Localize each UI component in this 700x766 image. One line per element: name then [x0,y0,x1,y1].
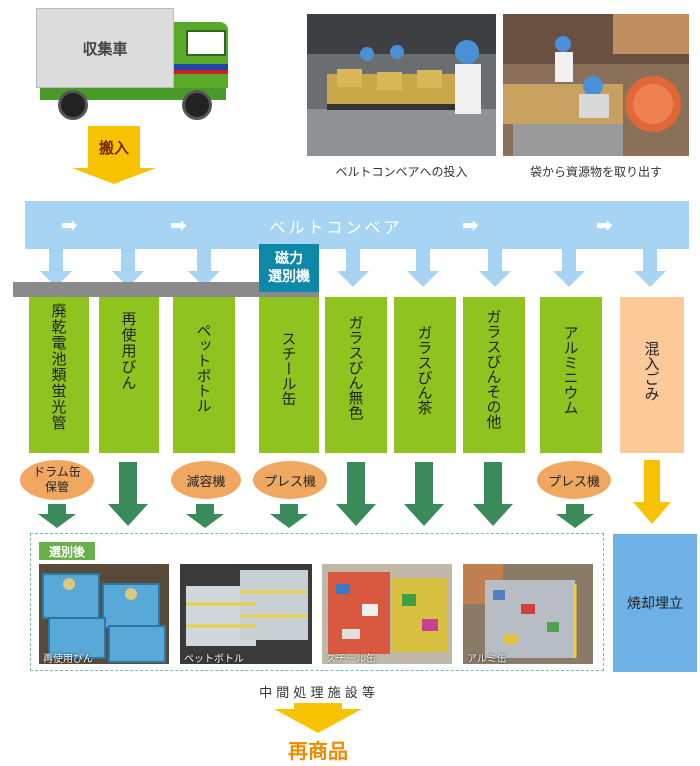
conveyor-arrow-icon: ➡ [462,213,479,237]
facility-caption: 中 間 処 理 施 設 等 [259,686,375,701]
bin-label: ガラスびん無色 [346,315,365,420]
process-compactor: 減容機 [171,461,241,499]
process-line1: プレス機 [547,474,600,490]
bin-pet-bottles: ペットボトル [173,297,235,453]
bin-label: ペットボトル [194,323,213,413]
conveyor-label: ベルトコンベア [269,218,403,237]
bin-glass-brown: ガラスびん茶 [394,297,456,453]
sorted-photo-pet-bottles [180,564,312,664]
bin-label: 混入ごみ [642,341,661,401]
sorted-title: 選別後 [48,544,85,559]
intake-arrow-shaft: 搬入 [88,126,140,168]
truck-cargo-box: 収集車 [36,8,174,88]
photo-conveyor-loading [307,14,496,156]
process-drum-storage: ドラム缶 保管 [20,460,94,500]
bin-label: ガラスびんその他 [484,309,503,429]
bin-label: スチール缶 [279,331,298,406]
conveyor-down-arrows [40,249,666,287]
incinerate-label: 焼却埋立 [627,596,683,612]
bin-glass-other: ガラスびんその他 [463,297,525,453]
sorting-rail [13,282,319,297]
sorted-photo-aluminum-cans-image [463,564,593,664]
process-line1: プレス機 [263,474,316,490]
truck-wheel-rear [58,90,88,120]
photo-bag-sorting-image [503,14,689,156]
conveyor-arrow-icon: ➡ [596,213,613,237]
truck-cab [174,22,228,88]
sorted-panel [30,533,604,671]
bin-label: 再使用びん [119,311,138,391]
truck-window [186,30,226,56]
process-line1: ドラム缶 [33,465,81,479]
sorted-item-label: アルミ缶 [467,654,507,665]
bin-label: ガラスびん茶 [415,325,434,415]
photo-caption-1: ベルトコンベアへの投入 [335,165,468,179]
photo-conveyor-loading-image [307,14,496,156]
sorted-photo-steel-cans [322,564,452,664]
process-press-steel: プレス機 [253,461,327,499]
final-product-label: 再商品 [288,739,348,763]
intake-arrow-head [72,168,156,184]
sorted-photo-reusable-bottles [39,564,169,664]
bin-dry-batteries: 廃乾電池類蛍光管 [29,297,89,453]
conveyor-arrow-icon: ➡ [61,213,78,237]
photo-caption-2: 袋から資源物を取り出す [529,165,662,179]
intake-arrow: 搬入 [72,126,156,186]
final-arrow [274,703,362,733]
sorted-item-label: スチール缶 [326,654,376,665]
truck-wheel-front [182,90,212,120]
output-arrows [38,460,671,528]
incinerate-landfill-box: 焼却埋立 [613,534,697,672]
bin-steel-cans: スチール缶 [259,297,319,453]
bin-reusable-bottles: 再使用びん [99,297,159,453]
truck-stripe-red [174,70,228,74]
truck-chassis [40,88,226,100]
sorted-photo-aluminum-cans [463,564,593,664]
waste-arrow [633,460,671,524]
process-press-aluminum: プレス機 [537,461,611,499]
truck-label: 収集車 [82,39,128,58]
intake-label: 搬入 [98,138,129,157]
truck-stripe [174,64,228,70]
process-line2: 保管 [44,480,69,494]
process-line1: 減容機 [186,474,226,490]
bin-label: アルミニウム [561,325,580,415]
photo-bag-sorting [503,14,689,156]
sorted-photo-reusable-bottles-image [39,564,169,664]
sorted-item-label: ペットボトル [184,654,244,665]
sorted-photo-steel-cans-image [322,564,452,664]
sorted-title-tag: 選別後 [39,542,95,560]
conveyor-arrow-icon: ➡ [170,213,187,237]
bin-mixed-waste: 混入ごみ [620,297,684,453]
bin-glass-clear: ガラスびん無色 [325,297,387,453]
magnet-line1: 磁力 [275,251,303,267]
sorted-item-label: 再使用びん [43,654,93,665]
bin-label: 廃乾電池類蛍光管 [49,303,68,431]
conveyor-belt: ➡ ➡ ベルトコンベア ➡ ➡ [25,201,689,249]
bin-aluminum: アルミニウム [540,297,602,453]
collection-truck: 収集車 [36,8,232,120]
magnetic-separator: 磁力 選別機 [259,244,319,292]
magnet-line2: 選別機 [268,269,310,285]
sorted-photo-pet-bottles-image [180,564,312,664]
